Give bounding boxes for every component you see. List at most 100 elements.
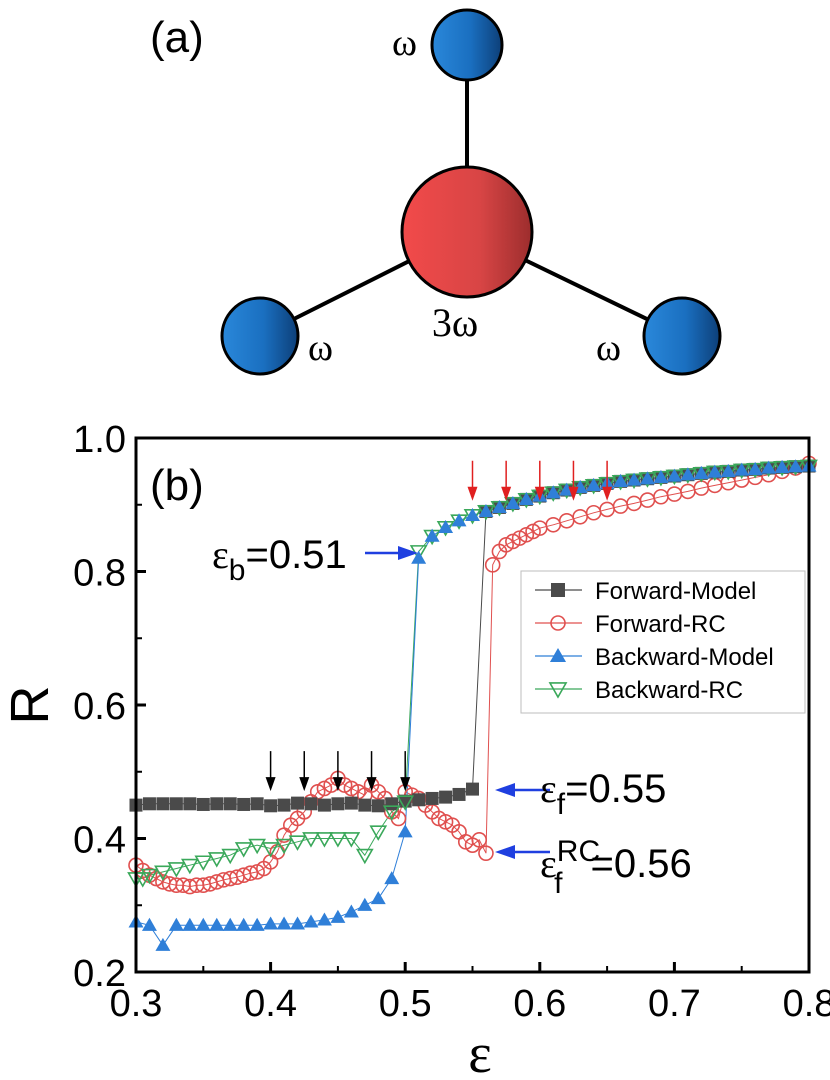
data-point — [249, 917, 265, 931]
legend-marker — [550, 615, 566, 631]
data-point — [168, 917, 184, 931]
data-point — [344, 796, 358, 810]
data-point — [288, 835, 307, 851]
y-tick-label: 0.4 — [73, 820, 126, 862]
data-point — [290, 916, 305, 930]
data-point — [357, 897, 373, 911]
leaf-node-top-label: ω — [392, 22, 417, 64]
data-point — [478, 845, 494, 861]
data-point — [545, 485, 561, 499]
data-point — [155, 937, 171, 951]
legend-marker — [549, 647, 567, 663]
data-point — [154, 865, 172, 881]
data-point — [156, 797, 170, 811]
red-arrow — [467, 460, 478, 501]
data-point — [451, 513, 467, 527]
black-arrow — [265, 751, 276, 792]
legend-label: Backward-Model — [595, 644, 774, 671]
data-point — [613, 473, 629, 487]
data-point — [291, 796, 305, 810]
data-point — [195, 917, 211, 931]
legend-item: Backward-Model — [535, 644, 774, 671]
data-point — [693, 465, 709, 479]
red-arrow — [534, 460, 545, 501]
data-point — [707, 464, 723, 478]
legend-marker — [551, 583, 565, 597]
legend: Forward-ModelForward-RCBackward-ModelBac… — [520, 570, 806, 714]
data-point — [438, 519, 454, 534]
data-point — [237, 797, 251, 811]
data-point — [452, 787, 466, 801]
black-arrow — [332, 751, 343, 792]
data-point — [167, 862, 186, 878]
data-point — [478, 503, 494, 518]
transition-arrows — [265, 460, 613, 792]
data-point — [358, 798, 372, 812]
panel-a-label: (a) — [150, 13, 204, 62]
data-point — [275, 838, 293, 855]
data-point — [412, 793, 426, 807]
x-tick-label: 0.5 — [379, 983, 432, 1025]
x-tick-label: 0.6 — [513, 983, 566, 1025]
data-point — [559, 482, 575, 496]
data-point — [302, 832, 320, 848]
data-point — [242, 865, 259, 882]
data-point — [424, 528, 440, 542]
data-point — [666, 468, 682, 482]
data-point — [196, 797, 210, 811]
data-point — [343, 904, 359, 918]
y-tick-label: 0.6 — [73, 686, 126, 728]
data-point — [331, 797, 345, 811]
data-point — [397, 824, 413, 838]
data-point — [248, 838, 266, 855]
data-point — [439, 790, 453, 804]
data-point — [774, 459, 790, 473]
legend-label: Backward-RC — [595, 677, 743, 704]
data-point — [223, 797, 237, 811]
y-tick-label: 0.2 — [73, 953, 126, 995]
data-point — [317, 798, 331, 812]
data-point — [234, 842, 253, 858]
center-node — [400, 165, 534, 299]
x-tick-label: 0.8 — [783, 983, 830, 1025]
black-arrow — [299, 751, 310, 792]
data-point — [342, 832, 361, 848]
data-point — [680, 467, 696, 481]
x-axis-label: ε — [468, 1023, 492, 1080]
y-tick-label: 1.0 — [73, 419, 126, 461]
data-point — [182, 917, 198, 931]
data-point — [396, 795, 415, 811]
data-point — [183, 797, 197, 811]
data-point — [133, 872, 152, 888]
red-arrow — [602, 460, 613, 501]
data-point — [385, 797, 399, 811]
red-arrow — [501, 460, 512, 501]
data-point — [304, 797, 318, 811]
data-point — [466, 782, 479, 796]
data-point — [369, 825, 388, 841]
data-point — [370, 891, 386, 905]
data-point — [236, 917, 252, 931]
data-point — [276, 916, 292, 930]
data-point — [471, 832, 488, 848]
annotation-ef: εf=0.55 — [495, 766, 666, 821]
data-point — [210, 797, 224, 811]
data-point — [788, 459, 804, 473]
leaf-node-right — [642, 296, 722, 376]
annotation-eb: εb=0.51 — [212, 532, 418, 587]
red-arrow — [568, 460, 579, 501]
data-point — [221, 848, 240, 865]
network-diagram: (a) 3ω ω ω ω — [150, 8, 722, 376]
data-point — [207, 852, 226, 868]
data-point — [330, 909, 346, 923]
x-tick-label: 0.3 — [110, 983, 163, 1025]
data-point — [263, 916, 279, 930]
leaf-node-left — [220, 296, 300, 376]
leaf-node-top — [430, 8, 504, 82]
data-point — [734, 462, 750, 476]
